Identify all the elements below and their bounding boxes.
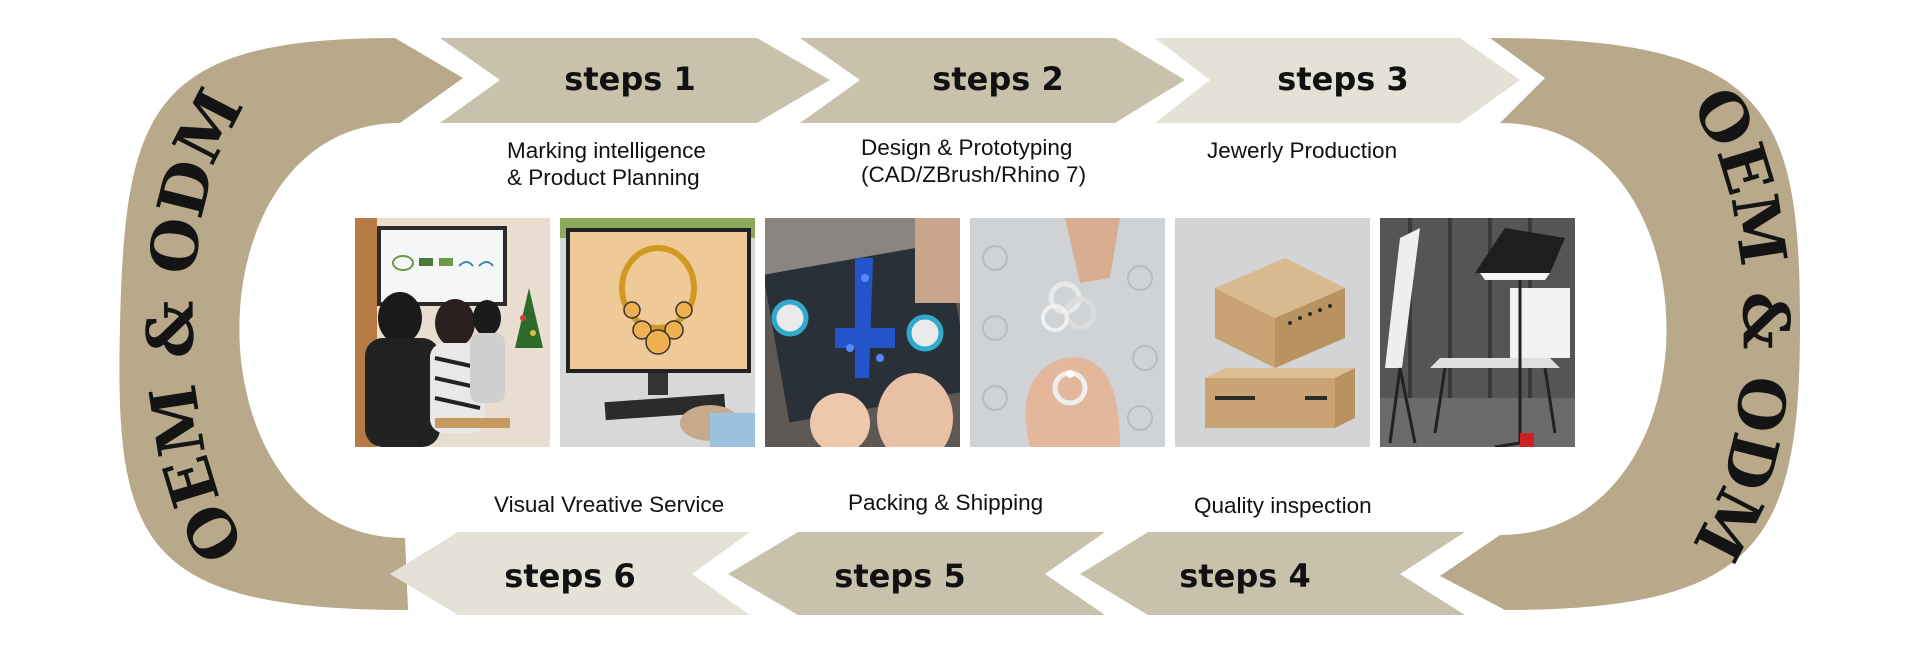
photo-studio-photo bbox=[1380, 218, 1575, 447]
step-5-caption: Packing & Shipping bbox=[848, 490, 1044, 515]
step-3-arrow bbox=[1155, 38, 1520, 123]
step-2-label: steps 2 bbox=[932, 60, 1063, 98]
step-4-caption: Quality inspection bbox=[1194, 493, 1372, 518]
step-4-label: steps 4 bbox=[1179, 557, 1310, 595]
step-6-caption: Visual Vreative Service bbox=[494, 492, 725, 517]
step-2-arrow bbox=[800, 38, 1185, 123]
step-6-arrow bbox=[390, 532, 750, 615]
step-1-label: steps 1 bbox=[564, 60, 695, 98]
step-1-caption: Marking intelligence & Product Planning bbox=[507, 138, 706, 190]
cad-design-photo bbox=[560, 218, 755, 447]
step-1-arrow bbox=[440, 38, 830, 123]
left-arc-band bbox=[119, 38, 463, 610]
stone-setting-photo bbox=[765, 218, 960, 447]
packaging-box-photo bbox=[1175, 218, 1370, 447]
right-arc-band bbox=[1440, 38, 1800, 610]
step-3-caption: Jewerly Production bbox=[1207, 138, 1398, 163]
step-3-label: steps 3 bbox=[1277, 60, 1408, 98]
step-6-label: steps 6 bbox=[504, 557, 635, 595]
ring-inspection-photo bbox=[970, 218, 1165, 447]
team-meeting-photo bbox=[355, 218, 550, 447]
step-5-label: steps 5 bbox=[834, 557, 965, 595]
step-5-arrow bbox=[728, 532, 1105, 615]
step-4-arrow bbox=[1080, 532, 1465, 615]
step-2-caption: Design & Prototyping (CAD/ZBrush/Rhino 7… bbox=[861, 135, 1087, 187]
